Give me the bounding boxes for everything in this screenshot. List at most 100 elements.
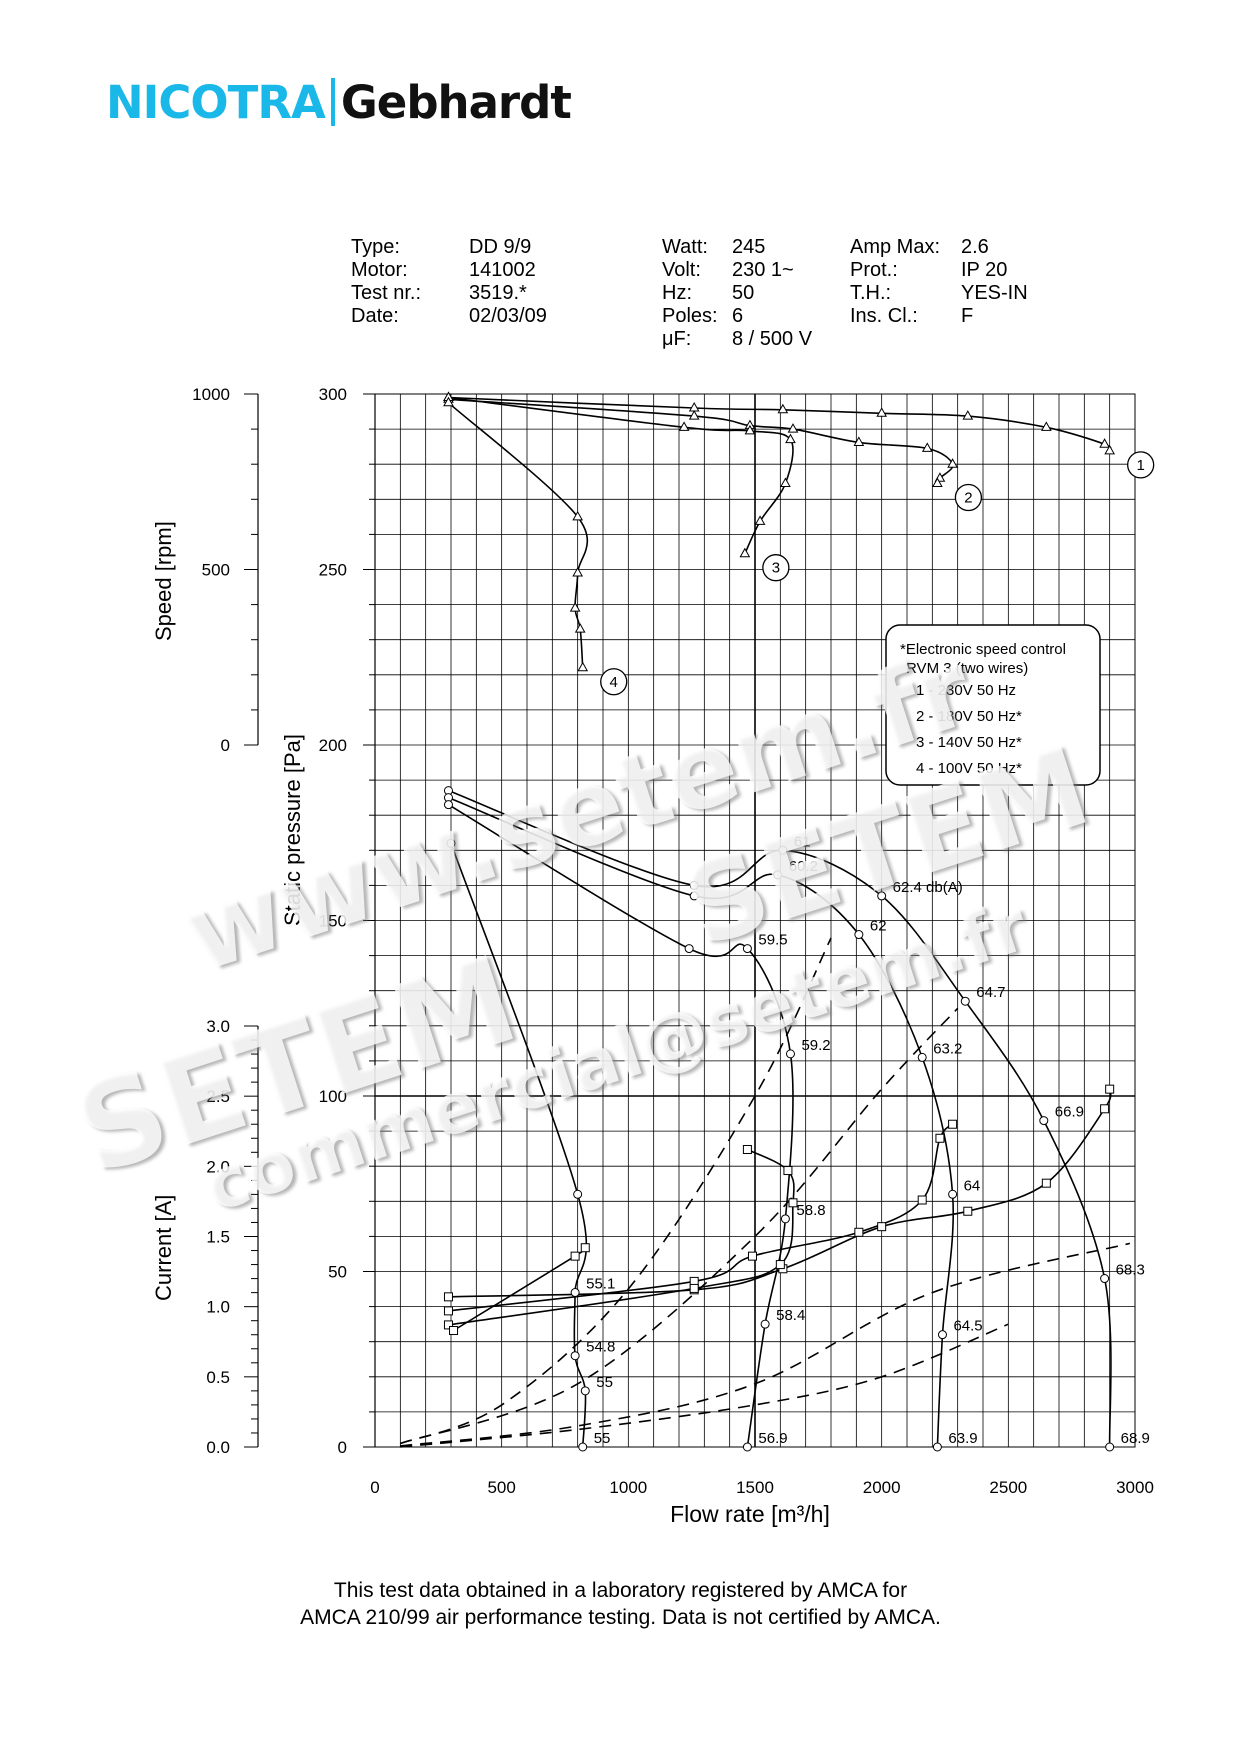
speed-marker	[787, 423, 799, 433]
speed-marker	[1099, 438, 1110, 448]
footer-line-1: This test data obtained in a laboratory …	[333, 1579, 908, 1602]
spec-motor-value: 141002	[469, 259, 536, 281]
current-marker	[1100, 1104, 1110, 1114]
pressure-marker	[960, 996, 970, 1006]
current-curve-1	[448, 1088, 1112, 1298]
curve-number-circle	[600, 668, 628, 696]
spec-hz-label: Hz:	[662, 282, 692, 304]
db-label: 60.2	[789, 858, 818, 875]
db-label: 63.9	[948, 1430, 977, 1447]
spec-date-value: 02/03/09	[469, 305, 547, 327]
footer-line-2: AMCA 210/99 air performance testing. Dat…	[300, 1606, 941, 1629]
speed-marker	[932, 477, 943, 488]
db-label: 66.9	[1055, 1104, 1084, 1121]
current-marker	[877, 1222, 887, 1232]
legend-item-4: 4 - 100V 50 Hz*	[916, 760, 1022, 777]
pressure-marker	[742, 1442, 752, 1452]
curve-markers	[443, 391, 1116, 1452]
current-tick-label: 3.0	[206, 1017, 230, 1036]
spec-poles-value: 6	[732, 305, 744, 327]
current-curve-2	[448, 1123, 954, 1312]
spec-prot-label: Prot.:	[850, 259, 898, 281]
x-tick-label: 1500	[736, 1478, 774, 1497]
speed-marker	[876, 407, 888, 417]
speed-tick-label: 0	[221, 736, 230, 755]
db-label: 63.2	[933, 1040, 962, 1057]
x-tick-label: 2500	[989, 1478, 1027, 1497]
current-marker	[443, 1292, 453, 1302]
speed-marker	[1104, 444, 1116, 455]
db-label: 62	[870, 918, 887, 935]
pressure-marker	[854, 930, 864, 940]
current-marker	[854, 1227, 864, 1237]
speed-curve-3	[448, 396, 794, 555]
pressure-marker	[573, 1189, 583, 1199]
db-label: 61	[794, 833, 811, 850]
spec-amp-value: 2.6	[961, 236, 989, 258]
pressure-marker	[778, 845, 788, 855]
db-label: 59.5	[758, 932, 787, 949]
legend-item-1: 1 - 230V 50 Hz	[916, 682, 1016, 699]
current-marker	[935, 1133, 945, 1143]
speed-marker	[688, 410, 700, 420]
current-marker	[948, 1119, 958, 1129]
pressure-marker	[877, 891, 887, 901]
current-tick-label: 2.0	[206, 1157, 230, 1176]
spec-amp-label: Amp Max:	[850, 236, 941, 258]
curve-number-label: 1	[1136, 457, 1144, 474]
speed-marker	[688, 402, 700, 412]
legend-box	[885, 624, 1101, 786]
curve-number-label: 4	[610, 674, 618, 691]
speed-marker	[739, 547, 751, 558]
db-label: 62.4 db(A)	[893, 879, 963, 896]
current-marker	[443, 1306, 453, 1316]
brand-divider	[330, 78, 335, 126]
current-marker	[689, 1283, 699, 1293]
spec-watt-label: Watt:	[662, 236, 708, 258]
db-label: 55	[596, 1374, 613, 1391]
curve-number-circle	[954, 483, 983, 512]
current-axis-label: Current [A]	[151, 1195, 176, 1301]
legend-title-2: RVM 3 (two wires)	[906, 660, 1028, 677]
spec-prot-value: IP 20	[961, 259, 1008, 281]
pressure-tick-label: 150	[319, 912, 347, 931]
pressure-tick-label: 100	[319, 1087, 347, 1106]
spec-uf-value: 8 / 500 V	[732, 328, 813, 350]
current-marker	[788, 1198, 798, 1208]
spec-hz-value: 50	[732, 282, 755, 304]
current-marker	[783, 1166, 793, 1176]
x-axis-label: Flow rate [m³/h]	[670, 1501, 830, 1527]
curve-number-label: 2	[964, 490, 972, 507]
current-marker	[580, 1243, 590, 1253]
system-curves	[400, 937, 1131, 1448]
db-label: 64.5	[953, 1318, 982, 1335]
db-label: 64	[964, 1177, 981, 1194]
pressure-axis-label: Static pressure [Pa]	[280, 734, 305, 926]
db-label: 56.9	[758, 1430, 787, 1447]
db-label: 59.2	[801, 1037, 830, 1054]
pressure-marker	[773, 870, 783, 880]
curve-number-circle	[762, 554, 790, 582]
curve-number-label: 3	[772, 560, 780, 577]
spec-th-value: YES-IN	[961, 282, 1028, 304]
pressure-marker	[689, 891, 699, 901]
current-marker	[775, 1260, 785, 1270]
pressure-marker	[446, 838, 456, 848]
pressure-marker	[570, 1288, 580, 1298]
brand-gebhardt: Gebhardt	[340, 75, 572, 129]
current-tick-label: 0.0	[206, 1438, 230, 1457]
brand-nicotra: NICOTRA	[106, 75, 326, 129]
spec-type-value: DD 9/9	[469, 236, 532, 258]
x-tick-label: 3000	[1116, 1478, 1154, 1497]
pressure-marker	[570, 1351, 580, 1361]
speed-marker	[754, 515, 766, 525]
speed-tick-label: 1000	[192, 385, 230, 404]
pressure-marker	[780, 1214, 790, 1224]
db-label: 58.4	[776, 1307, 805, 1324]
current-marker	[1041, 1178, 1051, 1188]
pressure-tick-label: 50	[328, 1263, 347, 1282]
x-tick-label: 0	[370, 1478, 379, 1497]
speed-marker	[777, 403, 789, 414]
spec-uf-label: μF:	[662, 328, 692, 350]
